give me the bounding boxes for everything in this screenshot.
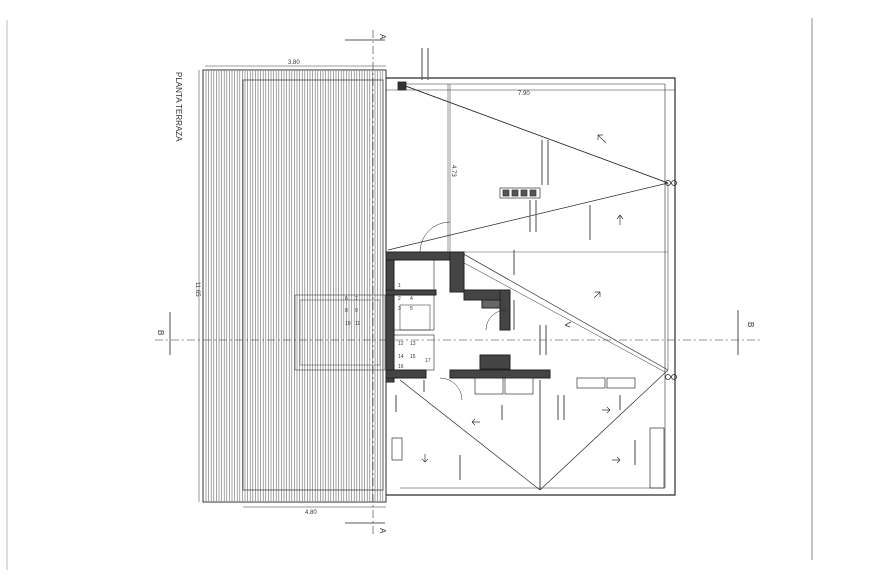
dimension-center-vertical: 4.73 bbox=[450, 165, 456, 177]
section-mark-right: B bbox=[746, 322, 755, 327]
section-mark-left: B bbox=[156, 330, 165, 335]
plan-title: PLANTA TERRAZA bbox=[174, 72, 183, 142]
drain-points bbox=[385, 81, 677, 383]
stair-step: 6 bbox=[345, 296, 348, 302]
equipment-boxes bbox=[391, 187, 665, 489]
stair-step: 4 bbox=[410, 296, 413, 302]
stair-step: 15 bbox=[410, 354, 416, 360]
dimension-top-right: 7.90 bbox=[518, 91, 530, 97]
dimension-left-vertical: 11.65 bbox=[194, 282, 200, 297]
hatched-roof-area bbox=[202, 69, 387, 503]
slope-arrows bbox=[421, 134, 624, 464]
stair-step: 10 bbox=[345, 321, 351, 327]
dimension-bottom: 4.80 bbox=[305, 510, 317, 516]
stair-step: 12 bbox=[398, 341, 404, 347]
annotation-marks bbox=[395, 48, 636, 480]
terrace-outline bbox=[385, 77, 676, 496]
stair-step: 1 bbox=[398, 283, 401, 289]
roof-slope-lines bbox=[387, 83, 669, 491]
section-mark-bottom: A bbox=[378, 528, 387, 534]
dimension-top-left: 3.80 bbox=[288, 60, 300, 66]
stair-step: 14 bbox=[398, 354, 404, 360]
stair-step: 8 bbox=[345, 308, 348, 314]
stair-step: 16 bbox=[398, 364, 404, 370]
stair-step: 2 bbox=[398, 296, 401, 302]
stair-step: 3 bbox=[398, 306, 401, 312]
stair-step-numbers: 1 2 3 4 5 6 7 8 9 10 11 12 13 14 15 16 1… bbox=[345, 283, 431, 370]
section-markers bbox=[169, 39, 739, 524]
stair-core bbox=[385, 221, 551, 401]
stair-step: 17 bbox=[425, 358, 431, 364]
section-mark-top: A bbox=[378, 34, 387, 40]
stair-step: 13 bbox=[410, 341, 416, 347]
stair-step: 9 bbox=[355, 308, 358, 314]
dimension-lines bbox=[198, 65, 675, 508]
section-cut-lines bbox=[155, 30, 760, 535]
stair-step: 11 bbox=[355, 321, 360, 327]
stair-step: 7 bbox=[355, 296, 358, 302]
stair-step: 5 bbox=[410, 306, 413, 312]
